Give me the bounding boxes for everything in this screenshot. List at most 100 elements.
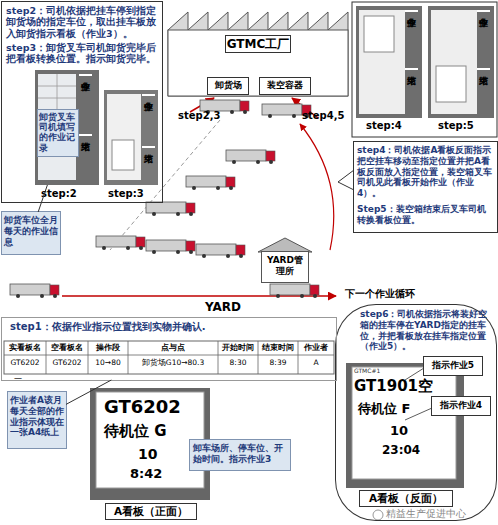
node-text: 作业者A该月每天全部的作业指示体现在一张A4纸上 xyxy=(10,395,64,438)
flow-note: 下一个作业循环 xyxy=(345,288,455,300)
guard-house: YARD管理所 xyxy=(262,252,308,282)
node-text: 10 xyxy=(138,446,168,463)
node-text: 作业中 xyxy=(405,10,418,12)
node-text: 卸货车位全月每天的作业信息 xyxy=(4,215,58,247)
table-header: 点与点 xyxy=(128,343,218,352)
table-cell: 8:30 xyxy=(218,358,258,367)
kanban-card xyxy=(96,392,204,488)
node-text: A看板（反面） xyxy=(360,491,452,506)
truck xyxy=(10,284,59,298)
node-text: 待机位 G xyxy=(104,422,200,440)
factory-roof xyxy=(168,12,348,96)
node-text: 结束 xyxy=(142,146,155,148)
node-text: A看板（正面） xyxy=(106,504,196,519)
guard-house-roof xyxy=(258,238,312,252)
table-cell: GT6202 xyxy=(4,358,46,367)
board-grid xyxy=(38,74,76,110)
callout-box: 卸车场所、停车位、开始时间。指示作业3 xyxy=(190,440,290,470)
callout-tag: 指示作业5 xyxy=(424,357,482,375)
step-tag: step2,3 xyxy=(178,110,228,122)
table-grid xyxy=(4,341,334,374)
node-text: step:5 xyxy=(438,120,488,132)
node-text: Step5：装空箱结束后叉车司机转换看板位置。 xyxy=(357,204,494,226)
photo-background xyxy=(35,70,99,185)
node-text: 结束 xyxy=(79,134,92,136)
table-header: 实看板名 xyxy=(4,343,46,352)
area-name: YARD xyxy=(205,300,255,314)
node-text: 卸货叉车司机填写的作业记录 xyxy=(39,112,77,153)
table-cell: — xyxy=(14,374,44,384)
factory-building: GTMC工厂卸货场装空容器 xyxy=(168,8,348,96)
node-text: 作业中 xyxy=(477,10,490,12)
node-text: GT6202 xyxy=(104,396,200,418)
node-text: step1：依据作业指示位置找到实物并确认. xyxy=(10,321,330,333)
table-cell: 8:39 xyxy=(258,358,298,367)
node-text: step4：司机依据A看板反面指示把空挂车移动至指定位置并把A看板反面放入指定位… xyxy=(357,145,494,199)
kanban-card-photo: GTMC#1GT1901空待机位 F1023:04A看板（反面）指示作业5指示作… xyxy=(346,363,464,488)
table-cell: GT6202 xyxy=(46,358,88,367)
table-header: 开始时间 xyxy=(218,343,258,352)
photo-background xyxy=(428,6,494,118)
kanban-board xyxy=(38,74,76,180)
photo-panel xyxy=(352,2,497,137)
table-header: 操作段 xyxy=(88,343,128,352)
flow-arrow xyxy=(62,295,336,297)
kanban-board xyxy=(359,10,405,114)
truck xyxy=(270,284,319,298)
kanban-card-photo: GT6202待机位 G108:42A看板（正面）卸车场所、停车位、开始时间。指示… xyxy=(90,388,210,500)
node-text: 结束 xyxy=(477,68,490,70)
step-bubble: step6：司机依据指示将装好空箱的挂车停在YARD指定的挂车位，并把看板放在挂… xyxy=(336,305,496,520)
trailer-parked xyxy=(146,240,195,254)
factory-wall xyxy=(168,30,348,96)
node-text: 23:04 xyxy=(382,443,442,457)
node-text: YARD管理所 xyxy=(264,255,306,277)
photo-background xyxy=(104,90,158,185)
photo-background xyxy=(356,6,422,118)
node-text: step:4 xyxy=(366,120,416,132)
table-frame xyxy=(4,341,334,374)
node-text: step:3 xyxy=(108,188,158,200)
node-text: 结束 xyxy=(405,68,418,70)
callout-box: 作业者A该月每天全部的作业指示体现在一张A4纸上 xyxy=(8,392,66,448)
callout-box: 卸货车位全月每天的作业信息 xyxy=(2,212,60,254)
watermark: 精益生产促进中心 xyxy=(386,508,496,520)
kanban-photo: 作业中结束step:4 xyxy=(356,6,422,118)
truck xyxy=(186,176,235,190)
table-header: 结束时间 xyxy=(258,343,298,352)
node-text: 作业中 xyxy=(79,74,92,76)
node-text: 8:42 xyxy=(130,466,180,482)
node-text: step3：卸货叉车司机卸货完毕后把看板转换位置。指示卸货完毕。 xyxy=(6,42,158,65)
kanban-card xyxy=(112,140,134,170)
callout-box: 卸货叉车司机填写的作业记录 xyxy=(38,110,78,156)
node-text: GT1901空 xyxy=(354,377,460,395)
dock-box: 卸货场 xyxy=(208,78,248,94)
table-header: 作业者 xyxy=(298,343,334,352)
node-text: GTMC#1 xyxy=(354,367,434,374)
node-text: 卸货场 xyxy=(208,80,248,91)
trailer-parked xyxy=(96,236,145,250)
node-text: 装空容器 xyxy=(260,80,310,91)
node-text: 指示作业4 xyxy=(432,400,490,411)
truck xyxy=(146,202,195,216)
node-text: step6：司机依据指示将装好空箱的挂车停在YARD指定的挂车位，并把看板放在挂… xyxy=(360,309,488,352)
node-text: 卸车场所、停车位、开始时间。指示作业3 xyxy=(193,443,287,465)
table-cell: 10→80 xyxy=(88,358,128,367)
kanban-board xyxy=(431,10,477,114)
step-note: step4：司机依据A看板反面指示把空挂车移动至指定位置并把A看板反面放入指定位… xyxy=(354,142,497,232)
kanban-photo: 作业中结束step:5 xyxy=(428,6,494,118)
table-cell: 卸货场G10→80.3 xyxy=(128,358,218,367)
node-text: 指示作业5 xyxy=(424,360,482,371)
callout-pointer xyxy=(338,170,354,190)
kanban-board xyxy=(107,94,141,180)
flow-arrow xyxy=(300,124,334,250)
callout-tag: 指示作业4 xyxy=(432,397,490,415)
kanban-card xyxy=(436,66,466,102)
node-text: 10 xyxy=(390,423,430,439)
kanban-card xyxy=(364,16,394,52)
step-panel: step2：司机依据把挂车停到指定卸货场的指定车位，取出挂车板放入卸货指示看板（… xyxy=(2,2,162,202)
node-text: 待机位 F xyxy=(358,401,454,417)
watermark-icon xyxy=(373,510,383,520)
table-header: 空看板名 xyxy=(46,343,88,352)
node-text: 作业中 xyxy=(142,94,155,96)
